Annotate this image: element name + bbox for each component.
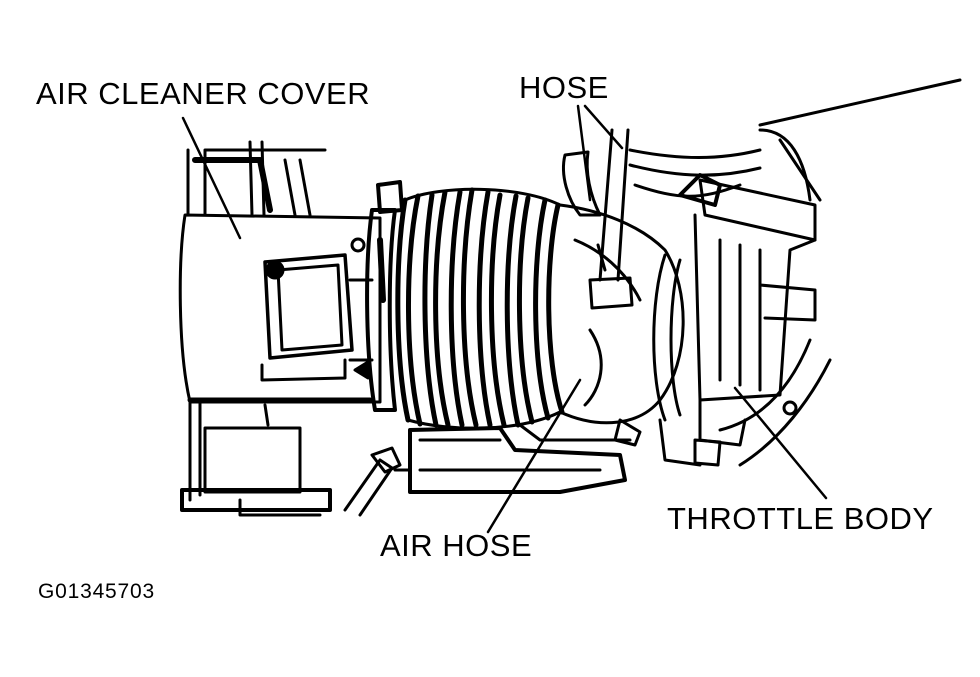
leader-lines (181, 104, 828, 534)
figure-id-label: G01345703 (38, 580, 155, 603)
air-hose-label: AIR HOSE (380, 528, 533, 563)
resonator-drawing (393, 426, 627, 494)
throttle-body-drawing (652, 173, 832, 467)
hose-label: HOSE (519, 70, 609, 105)
air-cleaner-cover-label: AIR CLEANER COVER (36, 76, 371, 111)
hose-drawing (561, 78, 962, 310)
air-hose-bellows-drawing (395, 187, 565, 430)
vacuum-hose-drawing (343, 446, 402, 517)
air-cleaner-cover-drawing (178, 140, 382, 517)
throttle-body-label: THROTTLE BODY (667, 501, 934, 536)
